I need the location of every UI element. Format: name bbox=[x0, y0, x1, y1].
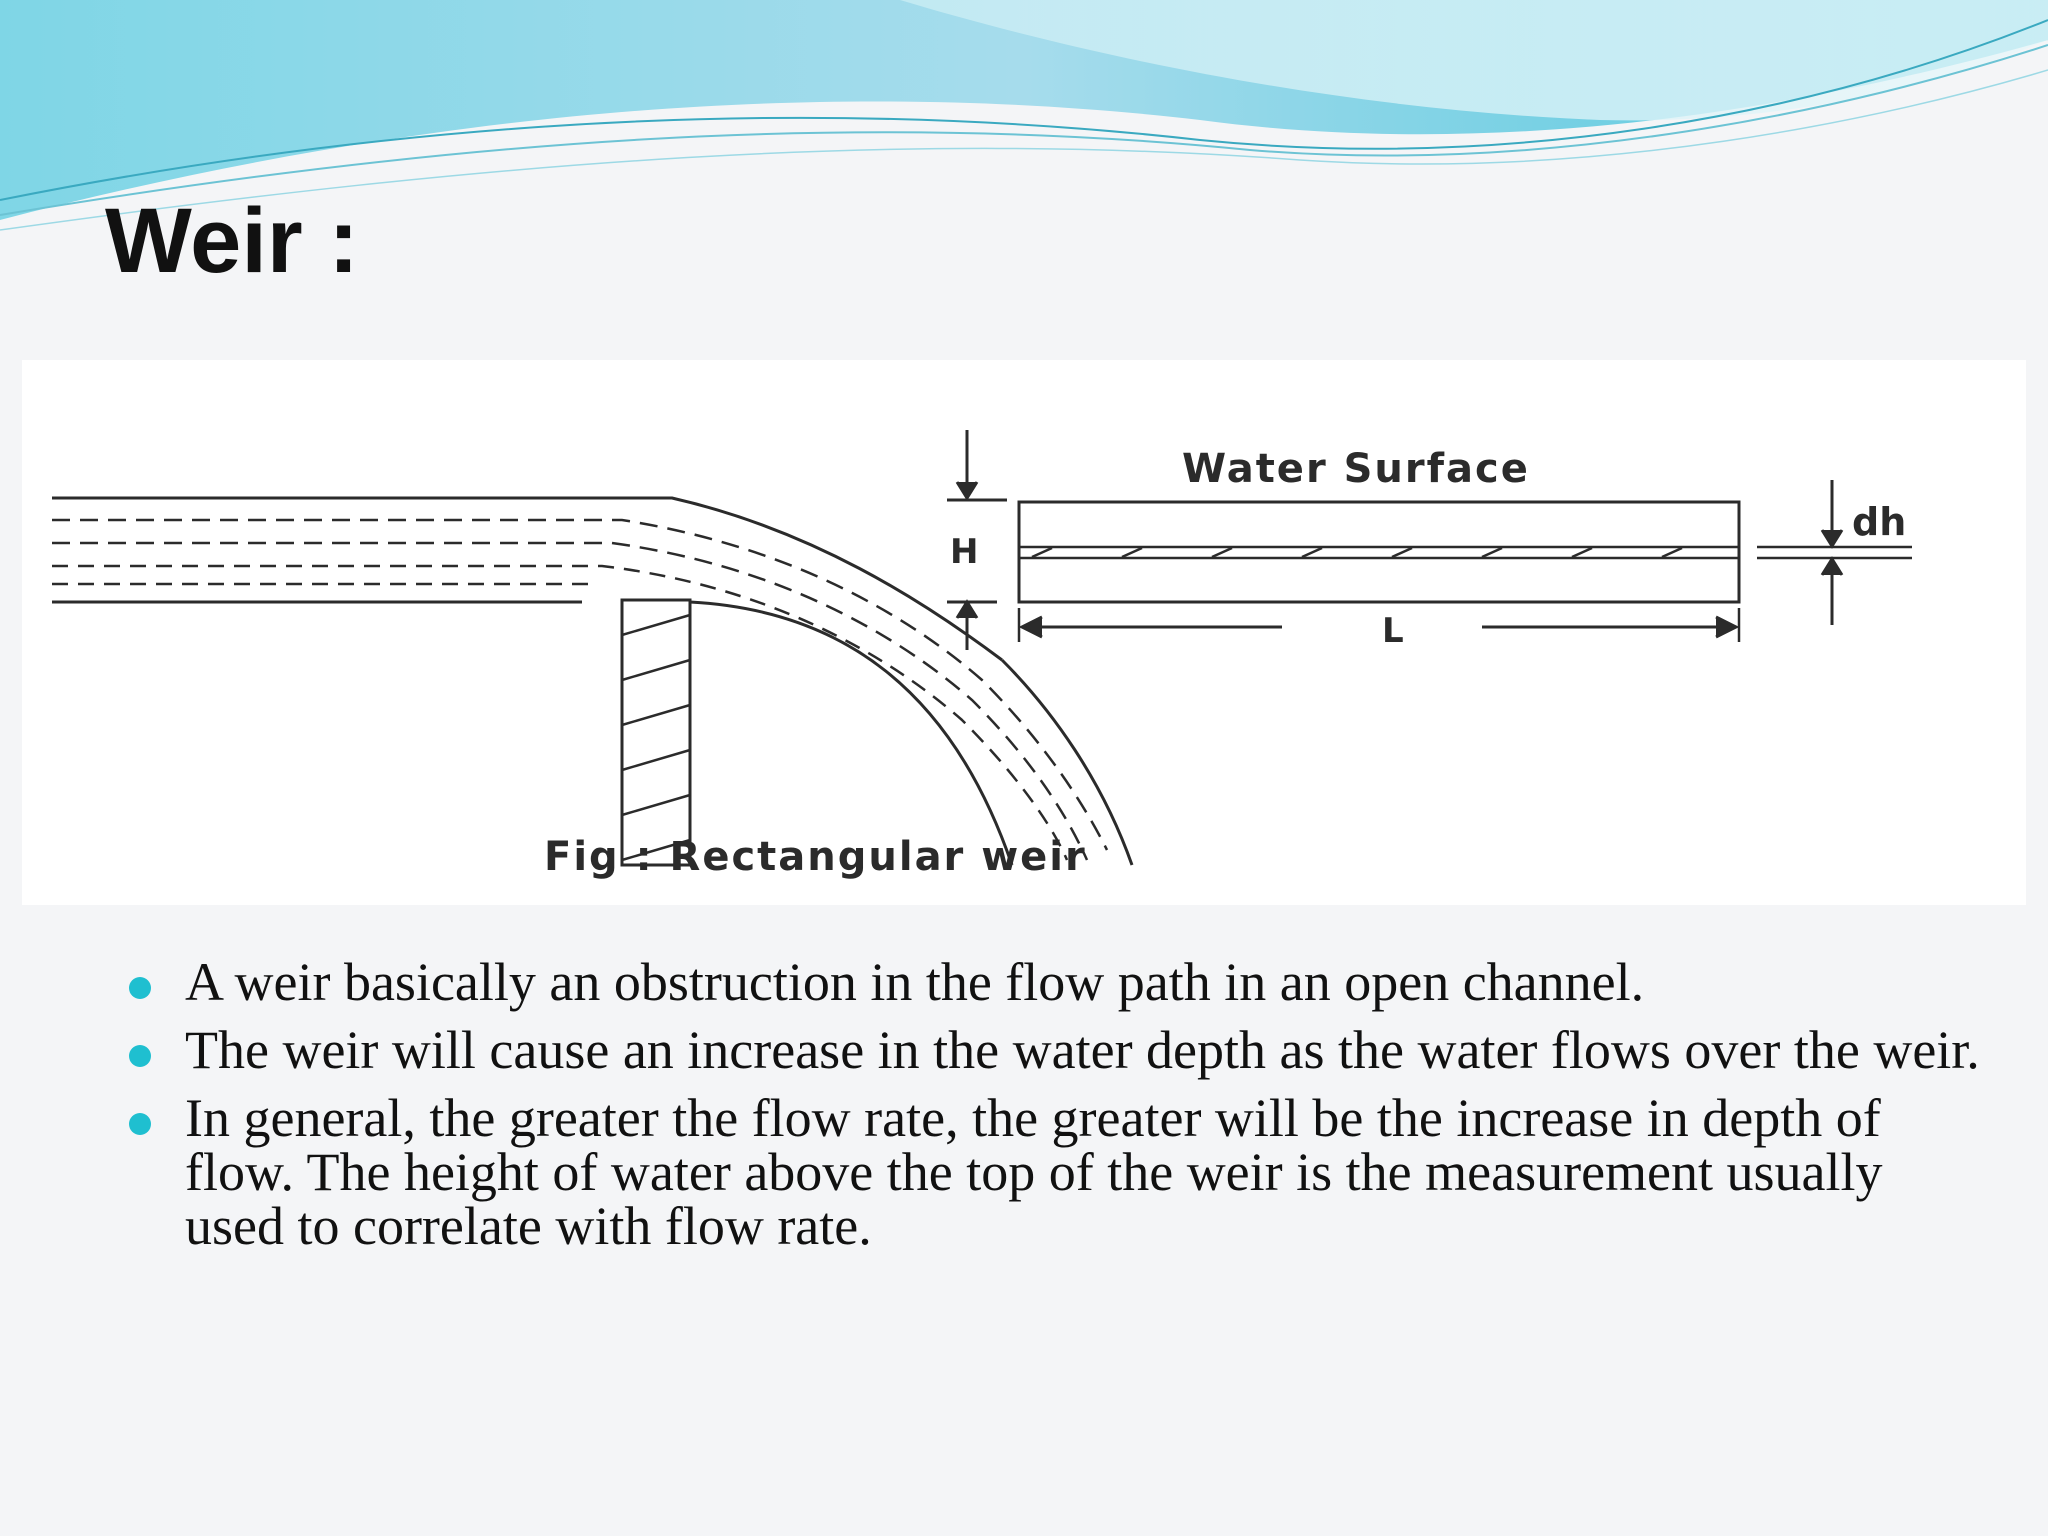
bullet-item: The weir will cause an increase in the w… bbox=[125, 1023, 1985, 1077]
figure-caption: Fig : Rectangular weir bbox=[544, 834, 1087, 880]
bullet-dot-icon bbox=[129, 977, 151, 999]
bullet-item: In general, the greater the flow rate, t… bbox=[125, 1091, 1985, 1253]
l-label: L bbox=[1382, 611, 1404, 651]
weir-plate bbox=[620, 598, 692, 867]
bullet-list: A weir basically an obstruction in the f… bbox=[125, 955, 1985, 1267]
slide-title: Weir : bbox=[105, 190, 359, 292]
streamline-2 bbox=[52, 541, 1089, 861]
water-surface-line bbox=[52, 496, 1003, 662]
header-wave-decoration bbox=[0, 0, 2048, 231]
weir-plan-rectangle bbox=[1017, 500, 1741, 604]
plan-hatch-marks bbox=[1031, 546, 1683, 559]
bullet-text: The weir will cause an increase in the w… bbox=[185, 1020, 1980, 1080]
bullet-dot-icon bbox=[129, 1113, 151, 1135]
bullet-dot-icon bbox=[129, 1045, 151, 1067]
bullet-text: A weir basically an obstruction in the f… bbox=[185, 952, 1645, 1012]
streamline-1 bbox=[52, 518, 1109, 851]
nappe-upper-line bbox=[1000, 658, 1134, 866]
water-surface-label: Water Surface bbox=[1182, 446, 1530, 492]
streamline-3 bbox=[52, 564, 1069, 861]
bullet-item: A weir basically an obstruction in the f… bbox=[125, 955, 1985, 1009]
rectangular-weir-diagram: Water Surface H dh L Fig : Rectangular w… bbox=[52, 430, 1912, 880]
h-label: H bbox=[950, 532, 978, 572]
dh-label: dh bbox=[1852, 500, 1906, 544]
bullet-text: In general, the greater the flow rate, t… bbox=[185, 1088, 1883, 1256]
weir-plate-hatching bbox=[621, 613, 691, 862]
weir-figure: Water Surface H dh L Fig : Rectangular w… bbox=[22, 360, 2026, 905]
nappe-lower-line bbox=[689, 600, 1014, 866]
